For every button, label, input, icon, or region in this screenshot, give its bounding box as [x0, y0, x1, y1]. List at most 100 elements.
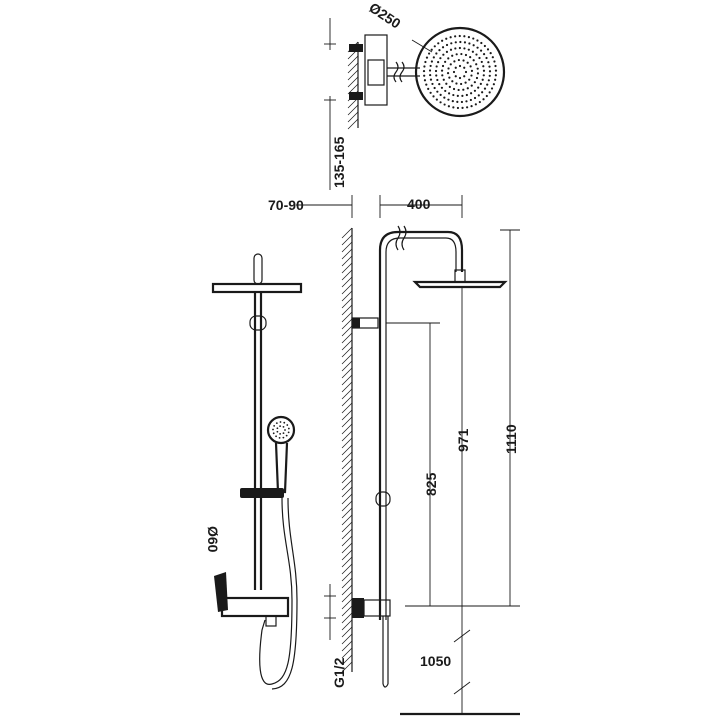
nozzle-dot — [273, 424, 276, 427]
top-view: Ø250 135-165 — [324, 0, 506, 190]
nozzle-dot — [476, 72, 480, 75]
height-1110-label: 1110 — [503, 424, 519, 454]
arm-projection-label: 70-90 — [268, 197, 304, 213]
nozzle-dot — [438, 82, 441, 86]
hatch-line — [341, 353, 353, 365]
hatch-line — [341, 395, 353, 407]
hatch-line — [341, 325, 353, 337]
nozzle-dot — [456, 106, 460, 110]
hatch-line — [341, 241, 353, 253]
nozzle-dot — [466, 106, 469, 109]
hatch-line — [341, 367, 353, 379]
nozzle-dot — [457, 88, 460, 92]
nozzle-dot — [422, 69, 426, 73]
hatch-line — [341, 549, 353, 561]
nozzle-dot — [488, 70, 492, 73]
nozzle-dot — [468, 78, 471, 81]
nozzle-dot — [472, 59, 475, 62]
nozzle-dot — [482, 98, 485, 101]
nozzle-dot — [423, 74, 426, 77]
nozzle-dot — [457, 58, 460, 62]
nozzle-dot — [458, 64, 462, 68]
nozzle-dot — [476, 46, 479, 49]
nozzle-dot — [278, 436, 281, 439]
floor-height-label: 1050 — [420, 653, 451, 669]
head-diameter-leader — [411, 39, 433, 53]
nozzle-dot — [463, 41, 467, 44]
hatch-line — [347, 69, 359, 81]
hand-shower-hose — [259, 497, 293, 685]
nozzle-dot — [472, 37, 475, 40]
nozzle-dot — [286, 424, 289, 426]
top-valve-body — [364, 34, 388, 106]
nozzle-dot — [442, 78, 445, 81]
hatch-line — [341, 451, 353, 463]
hatch-line — [341, 248, 353, 260]
hatch-line — [341, 591, 353, 603]
hatch-line — [341, 409, 353, 421]
nozzle-dot — [441, 74, 444, 77]
nozzle-dot — [482, 53, 486, 56]
nozzle-dot — [423, 79, 427, 82]
nozzle-dot — [466, 61, 469, 64]
hatch-line — [347, 55, 359, 67]
hatch-line — [341, 423, 353, 435]
nozzle-dot — [439, 101, 442, 104]
nozzle-dot — [279, 425, 282, 428]
hatch-line — [341, 570, 353, 582]
nozzle-dot — [469, 92, 473, 95]
nozzle-dot — [493, 60, 496, 63]
hatch-line — [341, 577, 353, 589]
nozzle-dot — [472, 44, 475, 47]
hatch-line — [341, 416, 353, 428]
nozzle-dot — [490, 87, 494, 90]
nozzle-dot — [470, 84, 473, 87]
nozzle-dot — [479, 49, 483, 52]
nozzle-dot — [473, 81, 476, 84]
nozzle-dot — [431, 82, 434, 86]
nozzle-dot — [482, 74, 485, 77]
nozzle-dot — [436, 90, 439, 93]
hatch-line — [341, 262, 353, 274]
hatch-line — [341, 514, 353, 526]
hatch-line — [341, 535, 353, 547]
nozzle-dot — [424, 60, 427, 64]
nozzle-dot — [478, 100, 481, 104]
nozzle-dot — [479, 82, 482, 86]
hand-shower-handle — [274, 442, 289, 494]
nozzle-dot — [272, 428, 274, 431]
nozzle-dot — [272, 432, 275, 435]
hatch-line — [341, 297, 353, 309]
nozzle-dot — [449, 63, 452, 66]
hatch-line — [341, 486, 353, 498]
nozzle-dot — [469, 56, 472, 59]
nozzle-dot — [434, 69, 438, 73]
nozzle-dot — [482, 65, 485, 68]
nozzle-dot — [469, 65, 472, 68]
hatch-line — [341, 332, 353, 344]
nozzle-dot — [449, 48, 453, 51]
nozzle-dot — [449, 36, 452, 39]
nozzle-dot — [438, 49, 441, 52]
nozzle-dot — [275, 422, 278, 425]
hatch-line — [341, 444, 353, 456]
nozzle-dot — [482, 69, 486, 72]
side-riser-outer — [378, 230, 464, 620]
nozzle-dot — [435, 98, 438, 101]
nozzle-dot — [475, 76, 479, 80]
nozzle-dot — [433, 45, 436, 48]
hatch-line — [341, 563, 353, 575]
nozzle-dot — [275, 435, 277, 438]
nozzle-dot — [480, 41, 483, 45]
front-head-plate — [211, 282, 303, 294]
nozzle-dot — [494, 74, 497, 77]
nozzle-dot — [492, 83, 495, 86]
nozzle-dot — [430, 48, 433, 51]
side-view: 70-90 400 G1/2 — [268, 195, 520, 716]
nozzle-dot — [460, 82, 463, 86]
nozzle-dot — [454, 66, 457, 69]
nozzle-dot — [456, 94, 459, 98]
hatch-line — [341, 472, 353, 484]
nozzle-dot — [459, 40, 462, 44]
floor-dim-break-upper — [453, 629, 471, 643]
